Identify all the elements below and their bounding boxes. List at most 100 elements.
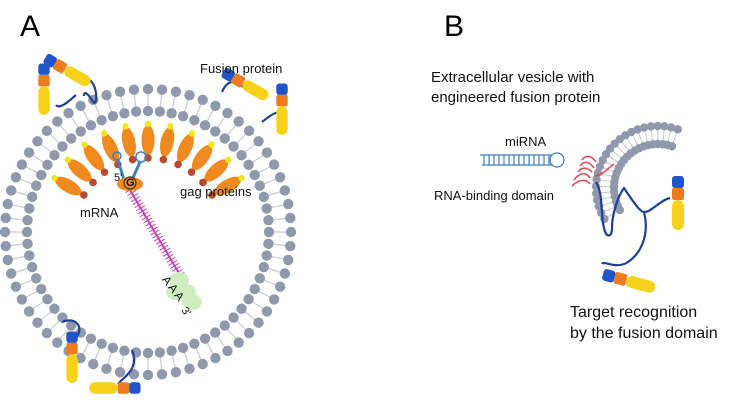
lipid-tail — [49, 133, 60, 144]
lipid-head-inner — [243, 160, 253, 170]
lipid-tail — [49, 320, 60, 331]
lipid-head-inner — [22, 239, 32, 249]
fusion-yellow-domain — [62, 64, 92, 88]
lipid-tail — [271, 244, 287, 246]
lipid-head-outer — [244, 126, 254, 136]
gag-membrane-anchor — [208, 141, 214, 147]
lipid-head-outer — [171, 87, 181, 97]
fusion-protein — [89, 382, 140, 393]
engineered-fusion-protein — [596, 176, 684, 294]
lipid-tail — [184, 351, 189, 366]
lipid-tail — [627, 138, 633, 148]
lipid-head-outer — [17, 294, 27, 304]
fusion-linker — [56, 95, 76, 106]
lipid-head-inner — [178, 111, 188, 121]
gag-protein — [119, 126, 138, 158]
fusion-orange-domain — [38, 75, 49, 86]
lipid-tail — [40, 311, 52, 321]
lipid-tail — [184, 98, 189, 113]
lipid-head-outer — [143, 370, 153, 380]
lipid-head-inner — [57, 141, 67, 151]
fusion-protein — [601, 268, 656, 294]
lipid-head-outer — [269, 294, 279, 304]
gag-protein — [158, 126, 177, 158]
lipid-head-outer — [283, 255, 293, 265]
lipid-head-outer — [157, 369, 167, 379]
lipid-tail — [263, 178, 278, 184]
lipid-tail — [195, 347, 201, 362]
lipid-tail — [32, 301, 45, 310]
lipid-head-inner — [76, 126, 86, 136]
lipid-tail — [94, 103, 100, 118]
lipid-head-outer — [115, 87, 125, 97]
fusion-yellow-domain — [66, 354, 77, 383]
lipid-tail — [601, 174, 613, 177]
lipid-head-outer — [52, 337, 62, 347]
lipid-head-outer — [234, 116, 244, 126]
lipid-head-outer — [24, 147, 34, 157]
lipid-tail — [617, 146, 625, 155]
cap-label: G — [126, 177, 135, 189]
lipid-head-outer — [283, 199, 293, 209]
lipid-head-inner — [189, 339, 199, 349]
lipid-tail — [172, 354, 175, 370]
lipid-tail — [59, 124, 69, 136]
fusion-blue-domain — [129, 382, 140, 393]
lipid-tail — [206, 109, 214, 123]
fusion-linker — [596, 182, 670, 236]
lipid-tail — [663, 129, 664, 141]
lipid-head-outer — [262, 147, 272, 157]
lipid-head-outer — [88, 359, 98, 369]
lipid-head-inner — [36, 170, 46, 180]
panel-a-letter: A — [20, 10, 40, 44]
lipid-tail — [244, 143, 256, 153]
fusion-linker — [602, 212, 646, 265]
gag-membrane-anchor — [189, 130, 195, 136]
lipid-head-inner — [22, 215, 32, 225]
fusion-blue-domain — [66, 332, 77, 343]
fusion-protein — [66, 332, 77, 383]
fusion-yellow-domain — [38, 86, 49, 115]
fusion-protein — [38, 64, 49, 115]
lipid-tail — [236, 133, 247, 144]
lipid-tail — [40, 143, 52, 153]
lipid-head-inner — [166, 345, 176, 355]
lipid-head-inner — [96, 339, 106, 349]
lipid-head-inner — [178, 343, 188, 353]
lipid-tail — [257, 290, 271, 298]
lipid-tail — [227, 328, 237, 340]
mrna-molecule — [113, 152, 202, 310]
lipid-tail — [600, 180, 612, 182]
lipid-head-inner — [86, 334, 96, 344]
lipid-head-inner — [263, 215, 273, 225]
fusion-orange-domain — [66, 343, 77, 354]
lipid-tail — [622, 142, 629, 151]
lipid-tail — [172, 95, 175, 111]
lipid-head-inner — [27, 262, 37, 272]
lipid-tail — [244, 311, 256, 321]
lipid-head-inner — [261, 250, 271, 260]
lipid-head-inner — [143, 348, 153, 358]
lipid-head-outer — [184, 90, 194, 100]
gag-rna-binding-tip — [80, 191, 88, 199]
lipid-head-inner — [263, 239, 273, 249]
gag-membrane-anchor — [65, 157, 71, 163]
lipid-head-inner — [250, 284, 260, 294]
lipid-head-outer — [0, 213, 10, 223]
lipid-head-inner — [22, 227, 32, 237]
lipid-head-outer — [32, 136, 42, 146]
lipid-head-inner — [200, 334, 210, 344]
fusion-orange-domain — [118, 382, 129, 393]
lipid-head-outer — [184, 364, 194, 374]
lipid-head-outer — [210, 101, 220, 111]
lipid-head-outer — [244, 328, 254, 338]
fusion-yellow-domain — [276, 106, 287, 135]
lipid-head-inner — [108, 343, 118, 353]
lipid-head-outer — [222, 346, 232, 356]
lipid-head-outer — [24, 306, 34, 316]
lipid-tail — [668, 130, 671, 142]
fusion-protein — [672, 176, 684, 230]
lipid-head-inner — [259, 262, 269, 272]
lipid-head-outer — [210, 353, 220, 363]
lipid-tail — [14, 268, 29, 273]
